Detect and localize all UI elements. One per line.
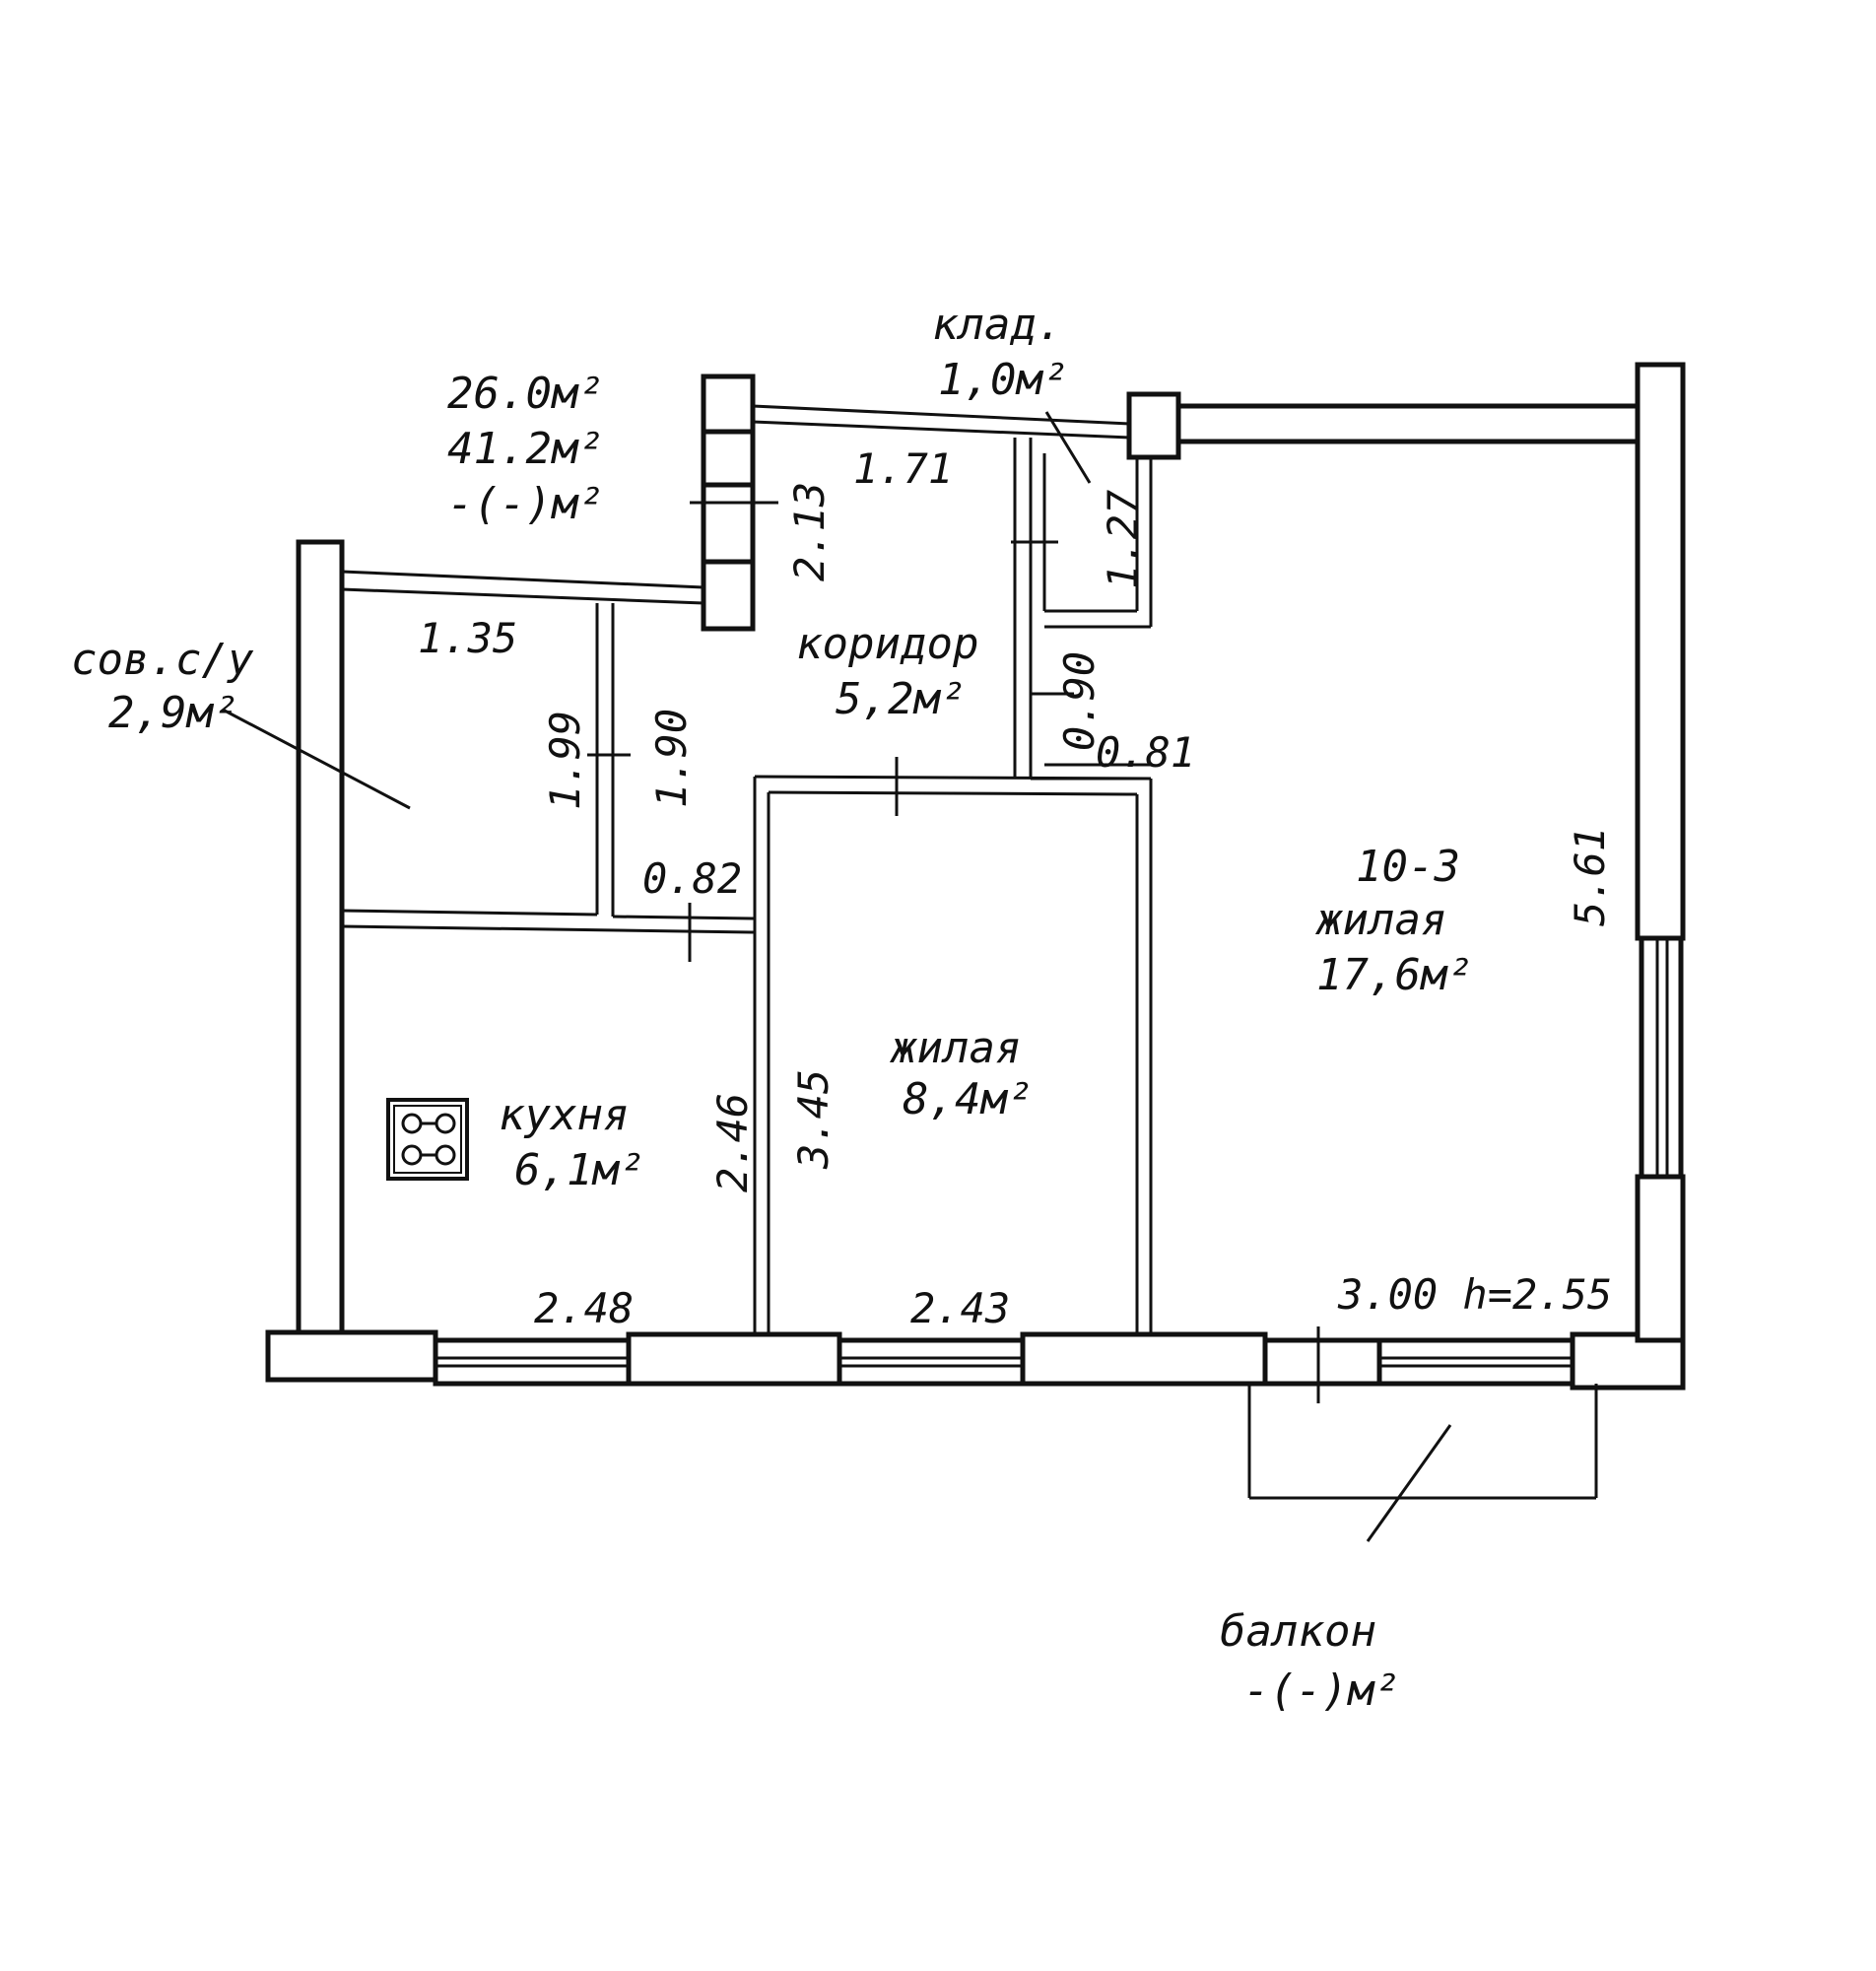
dimension-marks [222,411,1320,1403]
dim-door-gap: 0.90 [1055,651,1104,751]
large-room-code: 10-3 [1356,842,1460,892]
dim-kitchen-height: 2.46 [708,1093,757,1192]
room-labels: клад. 1,0м² сов.с/у 2,9м² коридор 5,2м² … [71,300,1473,1716]
dim-small-room-height: 3.45 [789,1069,838,1170]
large-room-area: 17,6м² [1316,950,1473,1000]
corridor-area: 5,2м² [836,674,966,724]
balcony-area: -(-)м² [1243,1665,1400,1716]
left-wall-foot [265,1329,438,1383]
dim-small-room-width: 2.43 [910,1284,1010,1332]
dimension-labels: 1.71 2.13 1.27 1.35 1.99 1.90 0.90 0.81 … [418,444,1614,1332]
small-room-name: жилая [889,1023,1021,1073]
dim-room-depth: 5.61 [1566,827,1614,926]
dim-large-room-width-height: 3.00 h=2.55 [1337,1270,1612,1319]
kitchen-name: кухня [499,1090,629,1140]
bottom-pier-left [626,1331,842,1387]
top-column [1126,391,1181,460]
right-exterior-wall-upper [1635,362,1686,941]
storage-name: клад. [932,300,1062,350]
bathroom-name: сов.с/у [71,635,254,685]
kitchen-area: 6,1м² [514,1145,644,1195]
top-wall-large-room [1175,403,1641,444]
right-exterior-wall-lower [1635,1174,1686,1343]
small-room-area: 8,4м² [903,1074,1033,1124]
dim-bathroom-width: 1.35 [418,614,517,662]
corridor-name: коридор [796,619,978,669]
bottom-right-corner [1570,1331,1686,1391]
partitions [341,404,1669,1368]
total-area-line-3: -(-)м² [447,479,604,529]
walls [265,362,1686,1391]
dim-storage-height: 1.27 [1099,490,1147,589]
column-segment-1 [701,374,756,435]
balcony-name: балкон [1220,1606,1376,1657]
dim-corridor-top-width: 1.71 [853,444,953,493]
dim-corridor-height: 2.13 [785,482,834,581]
dim-storage-door: 0.81 [1096,728,1195,777]
stove-icon [386,1098,469,1181]
column-segment-2 [701,429,756,488]
column-segment-4 [701,559,756,632]
dim-hall-height: 1.90 [647,709,696,808]
right-window [1639,935,1684,1180]
dim-bathroom-height: 1.99 [541,711,589,810]
storage-area: 1,0м² [938,355,1068,405]
bottom-window-right [1376,1337,1575,1387]
balcony-leader-line [1366,1424,1452,1542]
storage-leader-line [1044,411,1092,484]
bottom-pier-middle [1020,1331,1268,1387]
bottom-window-left [433,1337,632,1387]
dim-hall-width: 0.82 [642,854,742,903]
large-room-name: жилая [1314,895,1446,945]
bathroom-area: 2,9м² [108,688,238,738]
bottom-balcony-door [1262,1337,1382,1387]
bottom-window-middle [837,1337,1026,1387]
balcony-outline [1247,1384,1598,1542]
column-segment-3 [701,482,756,565]
total-area-line-2: 41.2м² [447,424,604,474]
bathroom-leader-line [222,708,411,810]
total-area-line-1: 26.0м² [447,369,604,419]
dim-kitchen-width: 2.48 [534,1284,634,1332]
area-totals: 26.0м² 41.2м² -(-)м² [447,369,604,529]
left-exterior-wall [296,539,345,1345]
